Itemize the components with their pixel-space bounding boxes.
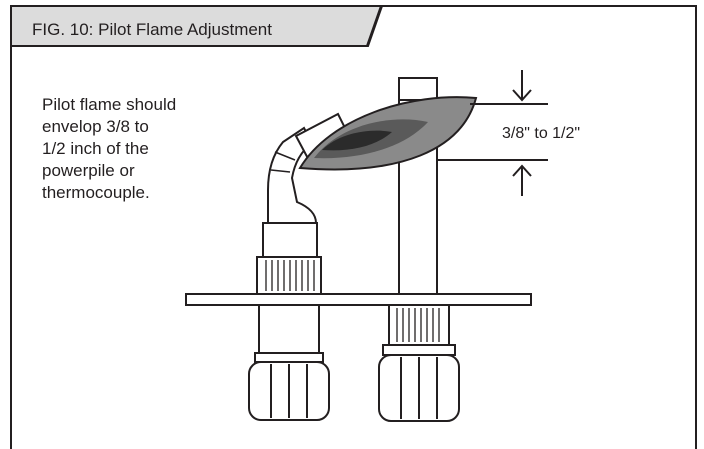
mounting-bracket <box>185 293 532 306</box>
figure-title: FIG. 10: Pilot Flame Adjustment <box>32 20 272 39</box>
pilot-threads <box>256 256 322 295</box>
figure-frame <box>10 5 697 449</box>
pilot-ring <box>254 352 324 363</box>
pilot-nut <box>248 361 330 421</box>
title-tab <box>10 5 383 47</box>
dimension-indicator <box>437 70 548 196</box>
pilot-lower-tube <box>258 304 320 354</box>
thermocouple-nut <box>378 354 460 422</box>
arrow-up-icon <box>512 164 532 196</box>
arrow-down-icon <box>512 70 532 102</box>
caption-line: powerpile or <box>42 161 135 180</box>
caption-line: thermocouple. <box>42 183 150 202</box>
caption-line: 1/2 inch of the <box>42 139 149 158</box>
caption-line: Pilot flame should <box>42 95 177 114</box>
thermocouple-threads <box>388 304 450 346</box>
thermocouple-ring <box>382 344 456 356</box>
caption-line: envelop 3/8 to <box>42 117 149 136</box>
pilot-fitting <box>262 222 318 258</box>
pilot-flame <box>298 96 478 171</box>
measurement-label: 3/8" to 1/2" <box>502 125 581 142</box>
flame-inner <box>322 130 392 151</box>
pilot-bent-tube <box>267 126 318 224</box>
frame-top-border <box>10 5 697 449</box>
figure-caption: Pilot flame should envelop 3/8 to 1/2 in… <box>42 94 232 204</box>
